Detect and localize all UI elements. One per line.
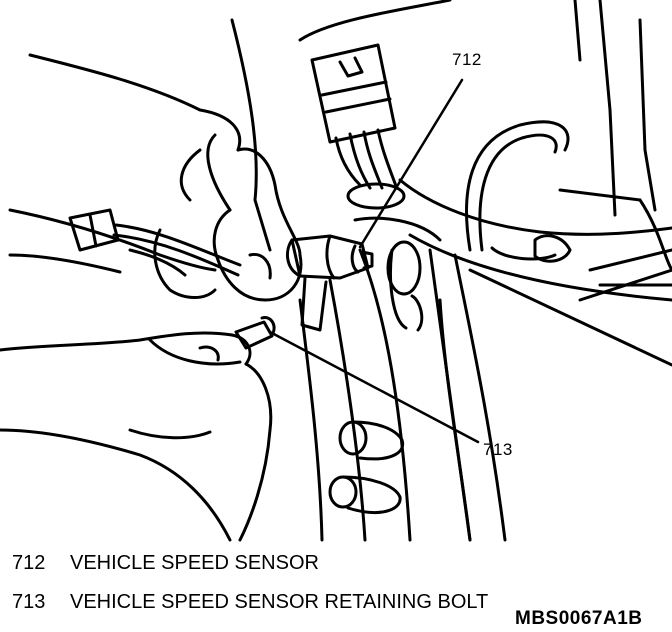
leader-line-712 xyxy=(358,78,464,249)
legend-number: 713 xyxy=(12,591,46,613)
legend-text: VEHICLE SPEED SENSOR RETAINING BOLT xyxy=(70,591,489,613)
legend-row: 712 VEHICLE SPEED SENSOR xyxy=(12,552,319,575)
figure-code: MBS0067A1B xyxy=(515,608,643,629)
legend-number: 712 xyxy=(12,552,46,574)
callout-number-713: 713 xyxy=(483,440,513,459)
lower-hand xyxy=(0,331,273,542)
wire-loop xyxy=(465,120,572,263)
housing-bolt-bosses xyxy=(328,420,405,514)
harness-connector xyxy=(310,43,406,210)
legend-row: 713 VEHICLE SPEED SENSOR RETAINING BOLT xyxy=(12,591,488,614)
callout-leaders xyxy=(268,78,480,444)
legend-text: VEHICLE SPEED SENSOR xyxy=(70,552,319,574)
leader-line-713 xyxy=(268,330,480,444)
retaining-bolt xyxy=(234,315,276,350)
upper-hand xyxy=(8,53,303,302)
housing-boss xyxy=(386,240,424,332)
sensor-pigtail-connector xyxy=(68,208,242,277)
transmission-housing xyxy=(230,0,672,542)
callout-number-712: 712 xyxy=(452,50,482,69)
